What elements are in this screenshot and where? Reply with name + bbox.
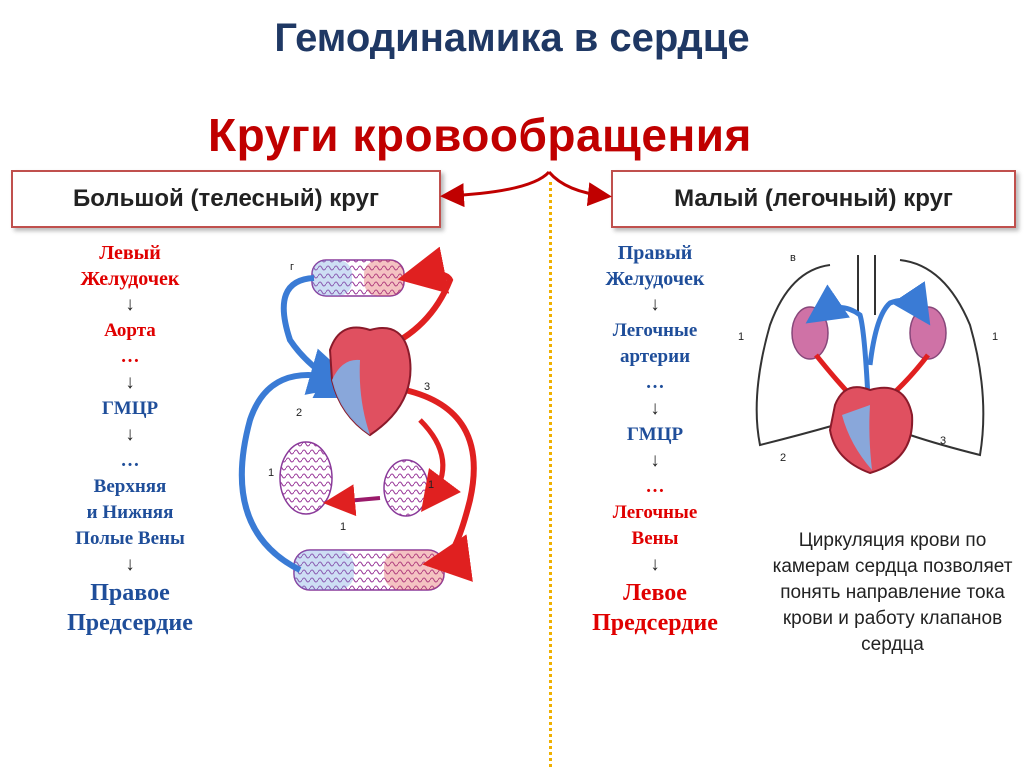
page-title: Гемодинамика в сердце	[274, 16, 750, 60]
organ-capillary-beds	[279, 441, 429, 517]
label-1c: 1	[340, 521, 346, 533]
pulmonary-circle-box: Малый (легочный) круг	[611, 170, 1016, 228]
pulmonary-step: …	[645, 476, 665, 497]
label-v: в	[790, 252, 796, 264]
systemic-step: Верхняя	[93, 476, 167, 497]
right-lung-capillaries	[909, 306, 947, 360]
heart-illustration-small	[828, 386, 914, 475]
lower-capillary-bed	[293, 549, 445, 591]
label-1-right: 1	[992, 331, 998, 343]
pulmonary-step: Правый	[617, 242, 693, 264]
systemic-step: ↓	[125, 554, 135, 575]
explanatory-note: Циркуляция крови по камерам сердца позво…	[772, 530, 1013, 655]
pulmonary-step: ↓	[650, 554, 660, 575]
label-1-left: 1	[738, 331, 744, 343]
label-1a: 1	[268, 467, 274, 479]
label-2: 2	[780, 452, 786, 464]
systemic-destination-line2: Предсердие	[67, 610, 193, 636]
pulmonary-step: ↓	[650, 450, 660, 471]
systemic-step: Желудочек	[80, 268, 180, 290]
pulmonary-circulation-illustration: в 1 1 2 3	[738, 252, 998, 475]
systemic-step: ↓	[125, 424, 135, 445]
systemic-destination-line1: Правое	[90, 580, 170, 606]
systemic-step: ГМЦР	[101, 398, 159, 419]
section-subtitle: Круги кровообращения	[208, 109, 752, 161]
lungs-outline	[755, 255, 985, 457]
systemic-step: и Нижняя	[86, 502, 174, 523]
systemic-circle-label: Большой (телесный) круг	[73, 185, 379, 212]
label-g: г	[290, 261, 294, 273]
systemic-step: Левый	[99, 242, 161, 264]
upper-capillary-bed	[311, 259, 405, 297]
pulmonary-destination-line1: Левое	[623, 580, 687, 606]
label-1b: 1	[428, 479, 434, 491]
pulmonary-step: Легочные	[612, 502, 698, 523]
systemic-circle-box: Большой (телесный) круг	[11, 170, 441, 228]
systemic-step: …	[120, 346, 140, 367]
systemic-circulation-illustration: г 1 2 3 1 1	[238, 246, 477, 591]
pulmonary-circle-label: Малый (легочный) круг	[674, 185, 953, 212]
label-2: 2	[296, 407, 302, 419]
center-divider	[549, 182, 552, 767]
pulmonary-step: ГМЦР	[626, 424, 684, 445]
pulmonary-step: ↓	[650, 294, 660, 315]
systemic-step: Аорта	[104, 320, 156, 341]
systemic-step: ↓	[125, 372, 135, 393]
connector-arrows	[440, 170, 612, 208]
label-3: 3	[940, 435, 946, 447]
systemic-step: Полые Вены	[75, 528, 185, 549]
label-3: 3	[424, 381, 430, 393]
pulmonary-step: Легочные	[612, 320, 698, 341]
pulmonary-step: артерии	[619, 346, 691, 367]
systemic-step: …	[120, 450, 140, 471]
heart-illustration	[328, 326, 412, 437]
pulmonary-destination-line2: Предсердие	[592, 610, 718, 636]
pulmonary-step: Желудочек	[605, 268, 705, 290]
pulmonary-step: ↓	[650, 398, 660, 419]
pulmonary-step: Вены	[631, 528, 679, 549]
pulmonary-step: …	[645, 372, 665, 393]
systemic-step: ↓	[125, 294, 135, 315]
